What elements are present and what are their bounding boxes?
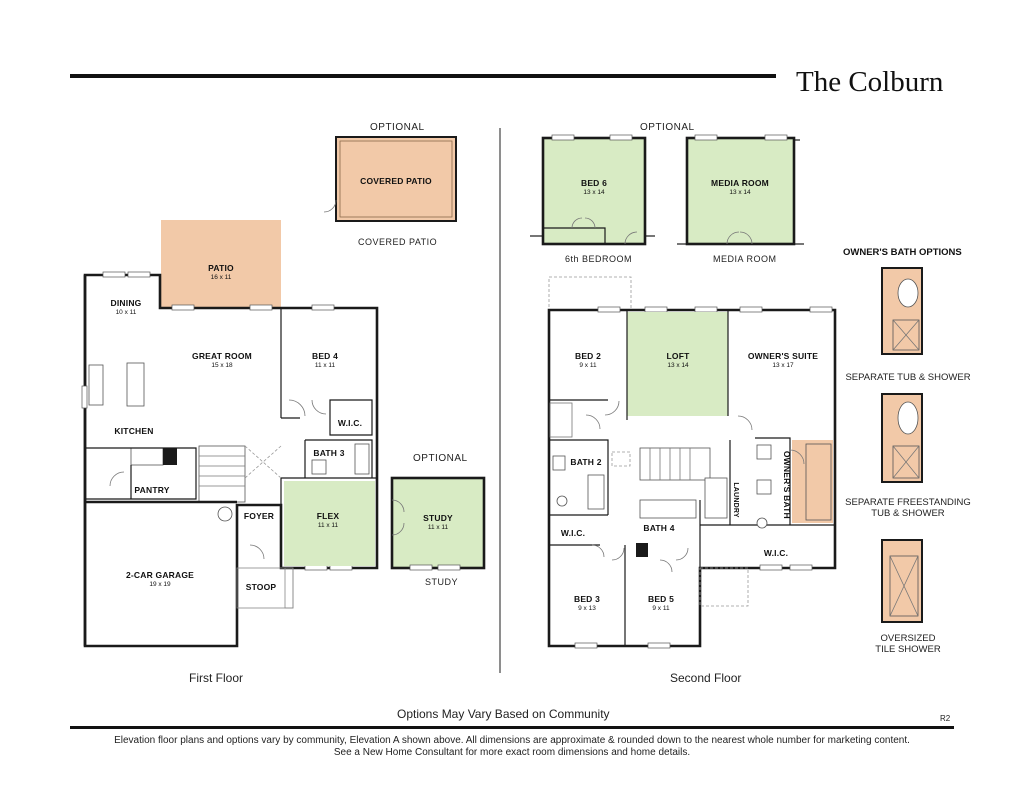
room-dims: 13 x 14 [667, 361, 689, 369]
room-covered-patio: COVERED PATIO [360, 176, 432, 187]
plan-title: The Colburn [796, 66, 944, 98]
room-wic-owner: W.I.C. [763, 548, 789, 559]
room-owners-suite: OWNER'S SUITE 13 x 17 [747, 351, 819, 369]
room-name: LAUNDRY [732, 482, 740, 518]
media-room-caption: MEDIA ROOM [713, 254, 777, 264]
optional-study-label: OPTIONAL [413, 453, 468, 464]
room-bath-2: BATH 2 [570, 457, 602, 468]
room-name: W.I.C. [337, 418, 363, 428]
room-dims: 15 x 18 [211, 361, 233, 369]
revision-code: R2 [940, 714, 951, 723]
room-owners-bath: OWNER'S BATH [781, 450, 792, 519]
room-flex: FLEX 11 x 11 [316, 511, 340, 529]
bath-option-freestanding-tub: SEPARATE FREESTANDING TUB & SHOWER [845, 497, 971, 519]
bath-option-label-line1: OVERSIZED [880, 633, 936, 644]
room-bed-6: BED 6 13 x 14 [580, 178, 608, 196]
room-laundry: LAUNDRY [731, 482, 739, 517]
room-name: STOOP [245, 582, 277, 592]
bath-option-label-line2: TILE SHOWER [875, 644, 941, 655]
room-name: DINING [110, 298, 142, 308]
bath-option-label-line1: SEPARATE FREESTANDING [845, 497, 971, 508]
disclaimer: Elevation floor plans and options vary b… [62, 735, 962, 759]
room-name: BATH 3 [313, 448, 345, 458]
room-dims: 9 x 11 [652, 604, 670, 612]
room-name: BED 4 [311, 351, 339, 361]
room-stoop: STOOP [245, 582, 277, 593]
room-dims: 13 x 14 [729, 188, 751, 196]
second-floor-label: Second Floor [670, 671, 742, 685]
room-pantry: PANTRY [134, 485, 170, 496]
bath-option-oversized-shower: OVERSIZED TILE SHOWER [875, 633, 940, 655]
options-note: Options May Vary Based on Community [397, 707, 610, 721]
room-name: BED 2 [574, 351, 602, 361]
room-study: STUDY 11 x 11 [423, 513, 453, 531]
room-2-car-garage: 2-CAR GARAGE 19 x 19 [125, 570, 195, 588]
room-bed-3: BED 3 9 x 13 [573, 594, 601, 612]
room-foyer: FOYER [243, 511, 275, 522]
room-name: OWNER'S BATH [781, 450, 792, 519]
covered-patio-caption: COVERED PATIO [358, 237, 438, 247]
room-bed-4: BED 4 11 x 11 [311, 351, 339, 369]
room-wic-bed-3: W.I.C. [560, 528, 586, 539]
disclaimer-line-1: Elevation floor plans and options vary b… [114, 735, 910, 746]
room-dims: 11 x 11 [427, 523, 449, 531]
bath-option-label-line2: TUB & SHOWER [871, 508, 945, 519]
disclaimer-line-2: See a New Home Consultant for more exact… [333, 747, 691, 758]
room-name: GREAT ROOM [192, 351, 252, 361]
room-name: OWNER'S SUITE [747, 351, 819, 361]
room-dims: 9 x 13 [578, 604, 596, 612]
room-name: PATIO [208, 263, 234, 273]
room-dims: 11 x 11 [314, 361, 336, 369]
room-dims: 11 x 11 [317, 521, 339, 529]
room-bath-4: BATH 4 [643, 523, 675, 534]
room-loft: LOFT 13 x 14 [666, 351, 690, 369]
room-name: BATH 4 [643, 523, 675, 533]
room-great-room: GREAT ROOM 15 x 18 [192, 351, 252, 369]
room-name: KITCHEN [114, 426, 154, 436]
first-floor-label: First Floor [189, 671, 243, 685]
room-bed-2: BED 2 9 x 11 [574, 351, 602, 369]
room-bath-3: BATH 3 [313, 448, 345, 459]
room-patio: PATIO 16 x 11 [208, 263, 234, 281]
owners-bath-options-heading: OWNER'S BATH OPTIONS [843, 247, 962, 258]
room-name: BED 6 [580, 178, 608, 188]
bath-option-separate-tub: SEPARATE TUB & SHOWER [845, 372, 970, 383]
room-name: STUDY [423, 513, 453, 523]
room-name: BED 3 [573, 594, 601, 604]
optional-second-floor-label: OPTIONAL [640, 122, 695, 133]
room-dims: 10 x 11 [115, 308, 137, 316]
room-dining: DINING 10 x 11 [110, 298, 142, 316]
room-name: MEDIA ROOM [711, 178, 769, 188]
room-name: FLEX [316, 511, 340, 521]
room-media-room: MEDIA ROOM 13 x 14 [711, 178, 769, 196]
footer-rule [70, 726, 954, 729]
room-name: COVERED PATIO [360, 176, 432, 186]
room-dims: 9 x 11 [579, 361, 597, 369]
room-name: FOYER [243, 511, 275, 521]
bed-6-caption: 6th BEDROOM [565, 254, 633, 264]
study-caption: STUDY [425, 577, 459, 587]
room-name: BED 5 [647, 594, 675, 604]
room-bed-5: BED 5 9 x 11 [647, 594, 675, 612]
room-name: LOFT [666, 351, 690, 361]
room-name: BATH 2 [570, 457, 602, 467]
room-dims: 19 x 19 [149, 580, 171, 588]
optional-covered-patio-label: OPTIONAL [370, 122, 425, 133]
room-name: PANTRY [134, 485, 170, 495]
room-wic-first-floor: W.I.C. [337, 418, 363, 429]
room-name: W.I.C. [560, 528, 586, 538]
header-rule [70, 74, 776, 78]
bath-option-label: SEPARATE TUB & SHOWER [845, 372, 971, 383]
room-name: 2-CAR GARAGE [125, 570, 195, 580]
room-dims: 13 x 17 [772, 361, 794, 369]
room-name: W.I.C. [763, 548, 789, 558]
room-kitchen: KITCHEN [114, 426, 154, 437]
room-dims: 13 x 14 [583, 188, 605, 196]
room-dims: 16 x 11 [210, 273, 232, 281]
